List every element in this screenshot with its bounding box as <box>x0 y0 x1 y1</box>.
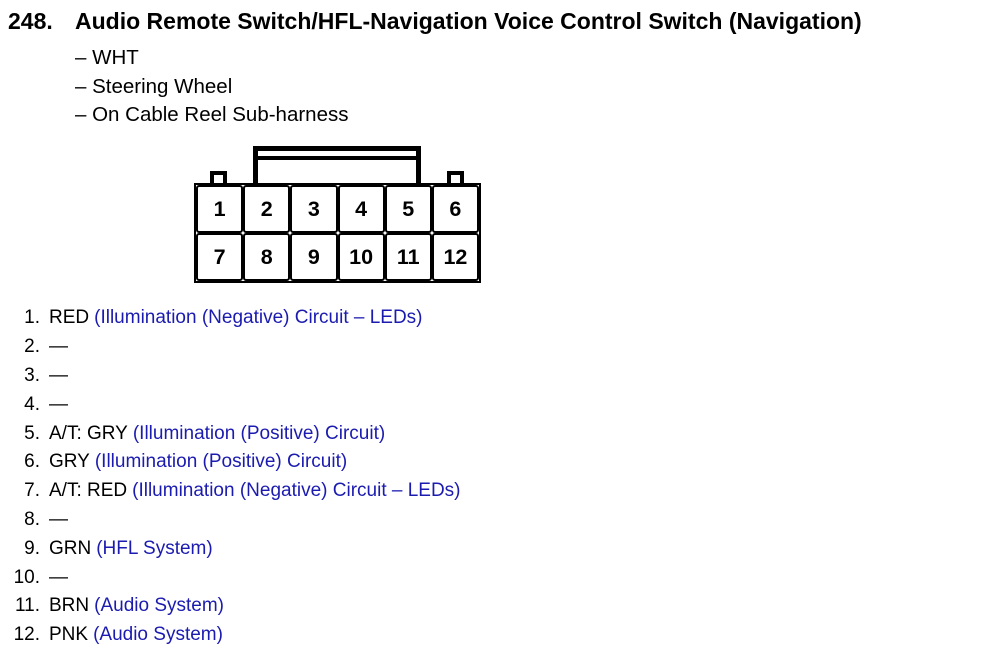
wire-color: RED <box>49 307 90 329</box>
circuit-description: (Audio System) <box>93 624 223 646</box>
connector-pin-3: 3 <box>290 185 338 233</box>
circuit-description: (Audio System) <box>94 595 224 617</box>
pinout-row: 12. PNK (Audio System) <box>4 621 461 650</box>
connector-pin-grid: 1 2 3 4 5 6 7 8 9 10 11 12 <box>194 183 481 283</box>
connector-pin-12: 12 <box>431 233 479 281</box>
connector-diagram: 1 2 3 4 5 6 7 8 9 10 11 12 <box>194 146 481 283</box>
pin-number: 2. <box>24 336 40 358</box>
wire-color: A/T: RED <box>49 480 128 502</box>
detail-line-location: – Steering Wheel <box>75 74 233 98</box>
wire-color: BRN <box>49 595 90 617</box>
pinout-row: 10. — <box>4 563 461 592</box>
wire-color: PNK <box>49 624 89 646</box>
wire-color: — <box>49 508 68 530</box>
pin-number: 4. <box>24 393 40 415</box>
pinout-row: 3. — <box>4 362 461 391</box>
pin-number: 6. <box>24 451 40 473</box>
detail-line-color: – WHT <box>75 46 139 69</box>
circuit-description: (Illumination (Positive) Circuit) <box>94 451 348 473</box>
pin-number: 5. <box>24 422 40 444</box>
connector-pin-11: 11 <box>384 233 432 281</box>
pinout-row: 11. BRN (Audio System) <box>4 592 461 621</box>
connector-latch-tab <box>253 146 421 188</box>
wire-color: A/T: GRY <box>49 422 128 444</box>
pin-number: 3. <box>24 364 40 386</box>
pinout-row: 7. A/T: RED (Illumination (Negative) Cir… <box>4 477 461 506</box>
item-number: 248. <box>8 8 53 34</box>
wire-color: GRY <box>49 451 90 473</box>
connector-pin-8: 8 <box>243 233 291 281</box>
header-details: – WHT – Steering Wheel – On Cable Reel S… <box>75 44 349 130</box>
pinout-row: 1. RED (Illumination (Negative) Circuit … <box>4 304 461 333</box>
connector-pin-9: 9 <box>290 233 338 281</box>
pin-number: 7. <box>24 480 40 502</box>
pinout-row: 6. GRY (Illumination (Positive) Circuit) <box>4 448 461 477</box>
pinout-row: 8. — <box>4 506 461 535</box>
detail-line-harness: – On Cable Reel Sub-harness <box>75 103 349 127</box>
wire-color: — <box>49 393 68 415</box>
pinout-list: 1. RED (Illumination (Negative) Circuit … <box>4 304 461 650</box>
connector-pin-7: 7 <box>196 233 244 281</box>
pin-number: 8. <box>24 508 40 530</box>
connector-pin-2: 2 <box>243 185 291 233</box>
circuit-description: (HFL System) <box>96 537 213 559</box>
connector-latch-line <box>258 151 416 160</box>
pin-number: 12. <box>13 624 40 646</box>
connector-pin-5: 5 <box>384 185 432 233</box>
wire-color: GRN <box>49 537 92 559</box>
pinout-row: 5. A/T: GRY (Illumination (Positive) Cir… <box>4 419 461 448</box>
pinout-row: 2. — <box>4 333 461 362</box>
connector-pin-1: 1 <box>196 185 244 233</box>
pinout-row: 4. — <box>4 390 461 419</box>
pin-number: 11. <box>14 595 40 617</box>
pin-number: 1. <box>24 307 40 329</box>
pin-number: 9. <box>24 537 40 559</box>
connector-pin-6: 6 <box>431 185 479 233</box>
connector-pin-10: 10 <box>337 233 385 281</box>
wire-color: — <box>49 364 68 386</box>
pinout-row: 9. GRN (HFL System) <box>4 534 461 563</box>
wire-color: — <box>49 566 68 588</box>
connector-pin-4: 4 <box>337 185 385 233</box>
circuit-description: (Illumination (Negative) Circuit – LEDs) <box>94 307 423 329</box>
circuit-description: (Illumination (Negative) Circuit – LEDs) <box>132 480 461 502</box>
circuit-description: (Illumination (Positive) Circuit) <box>132 422 386 444</box>
page-heading: 248. Audio Remote Switch/HFL-Navigation … <box>8 8 862 35</box>
pin-number: 10. <box>13 566 40 588</box>
page-title: Audio Remote Switch/HFL-Navigation Voice… <box>75 8 862 34</box>
wire-color: — <box>49 336 68 358</box>
